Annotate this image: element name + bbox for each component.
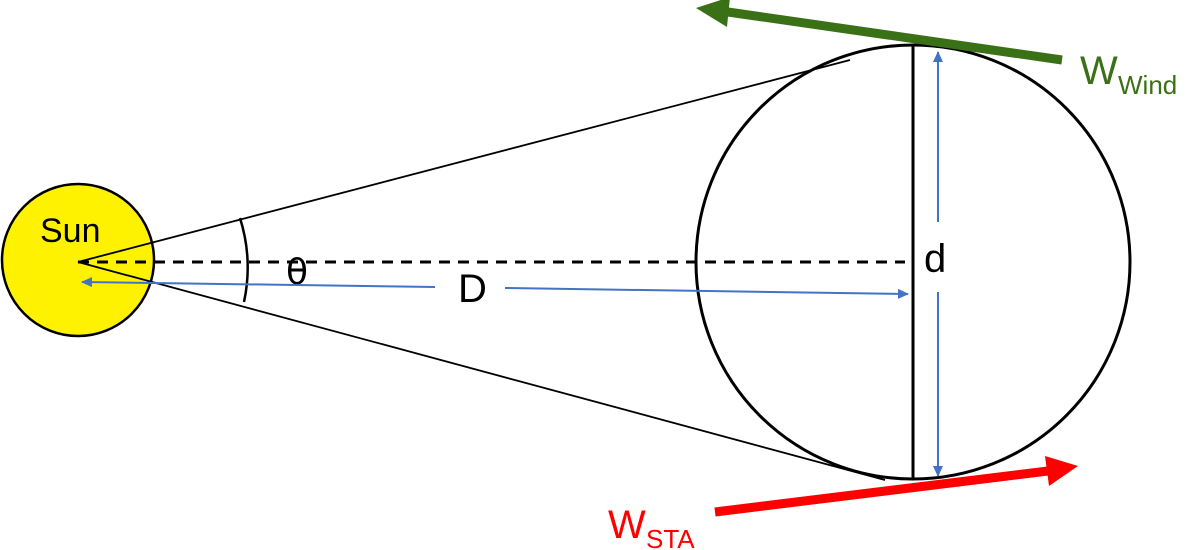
sta-label-sub: STA xyxy=(646,524,695,550)
diameter-label: d xyxy=(924,237,946,281)
distance-arrow-right xyxy=(504,287,909,299)
sta-label: W STA xyxy=(608,503,695,550)
angle-arc xyxy=(238,217,249,303)
sta-arrow-head xyxy=(1045,456,1078,486)
sun-label: Sun xyxy=(40,212,101,250)
wind-arrow-head xyxy=(696,0,730,27)
wind-label: W Wind xyxy=(1080,49,1177,100)
wind-label-sub: Wind xyxy=(1118,70,1177,100)
wind-label-main: W xyxy=(1080,49,1118,93)
sta-arrow-shaft xyxy=(714,466,1049,517)
angle-label: θ xyxy=(286,252,308,293)
sta-label-main: W xyxy=(608,503,646,547)
sun-disk xyxy=(0,182,156,338)
distance-label: D xyxy=(458,267,487,311)
distance-arrow-left xyxy=(81,277,436,288)
lower-tangent-line xyxy=(77,261,886,481)
upper-tangent-line xyxy=(77,59,851,263)
wind-arrow-shaft xyxy=(727,7,1063,65)
